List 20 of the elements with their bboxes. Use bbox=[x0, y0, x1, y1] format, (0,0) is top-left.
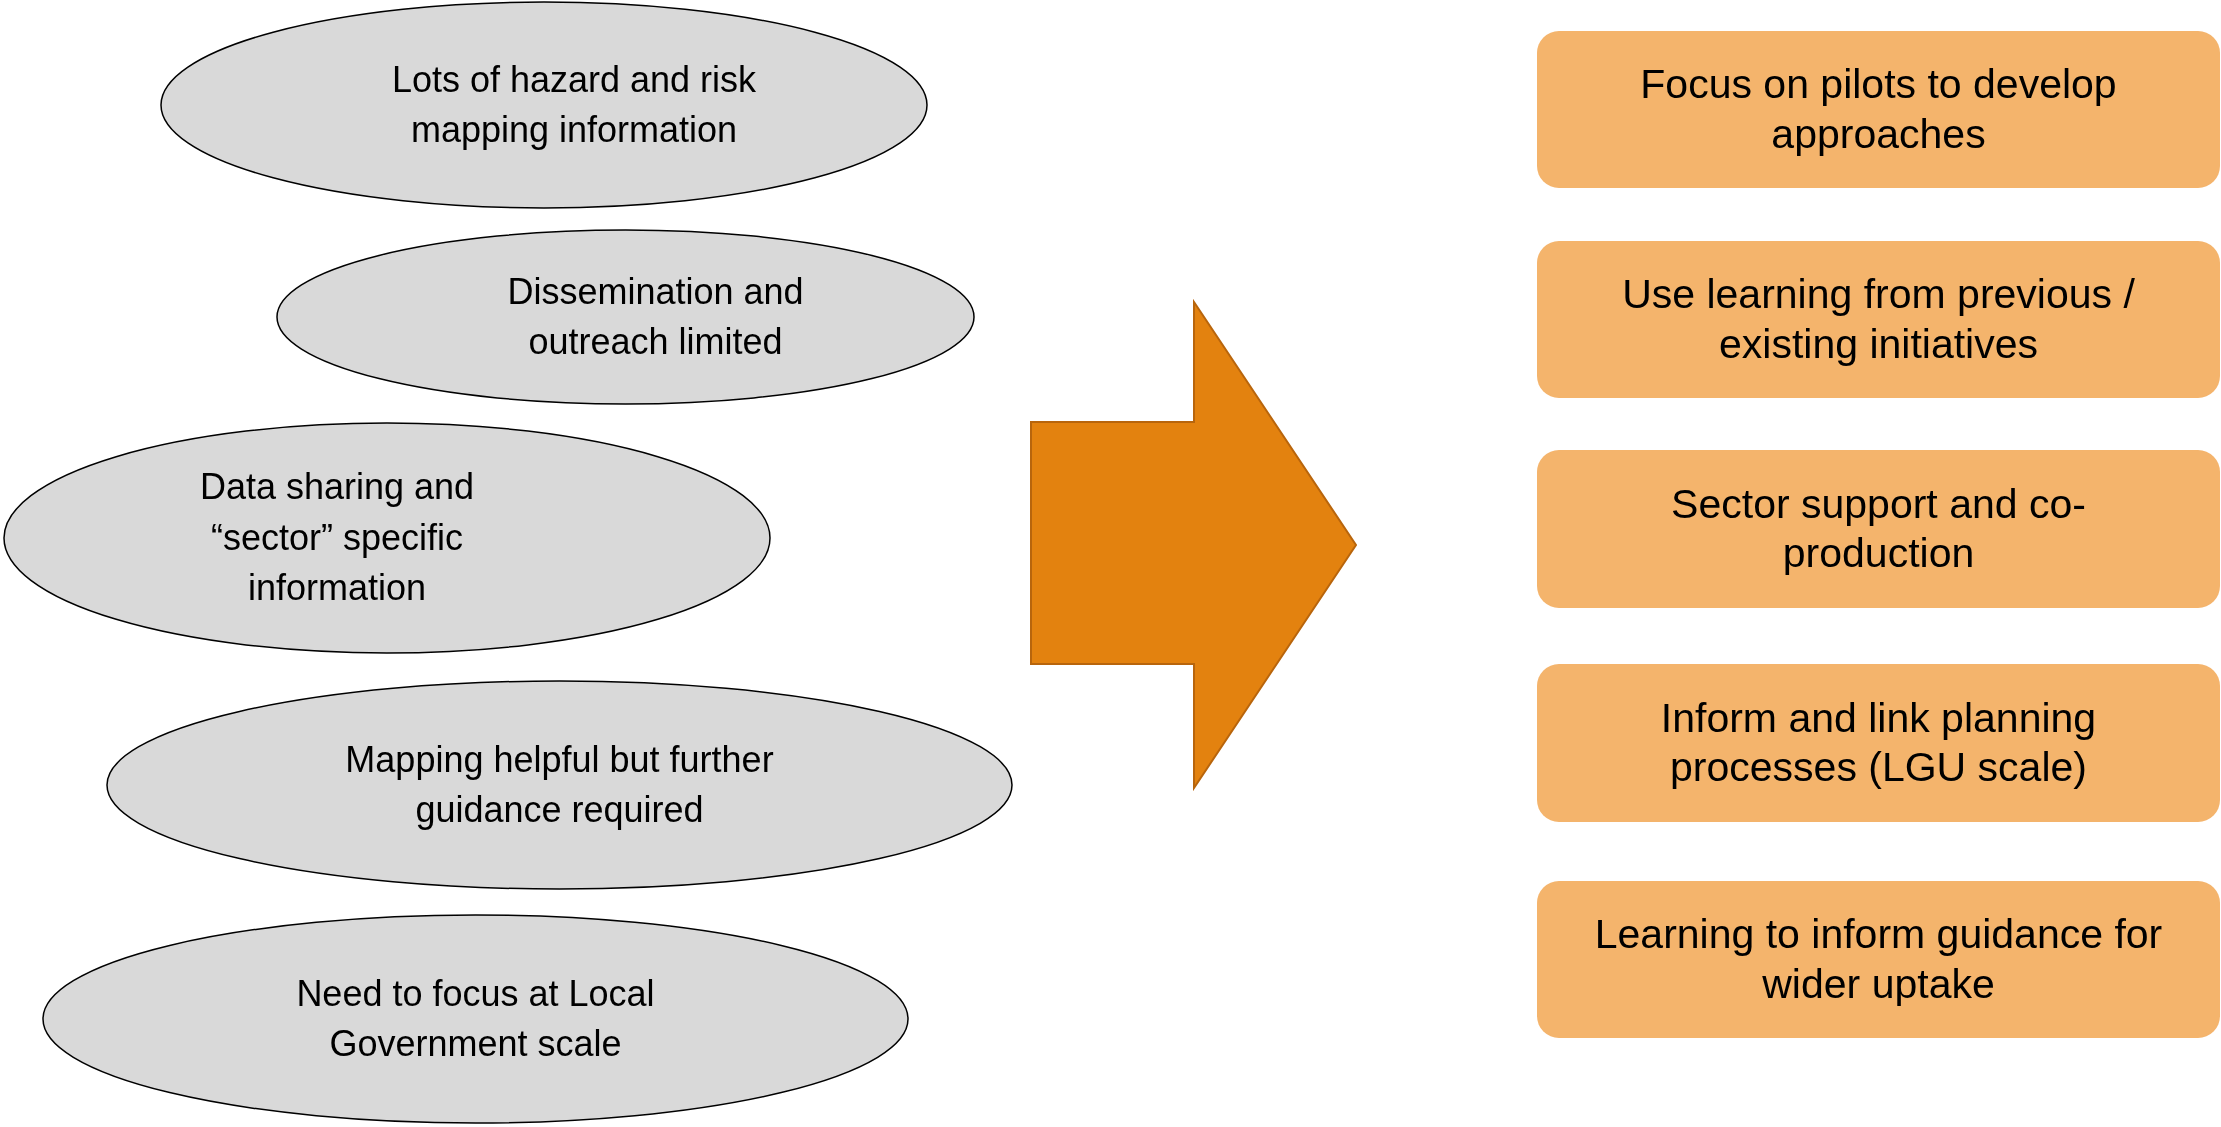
issue-text: Dissemination and outreach limited bbox=[506, 269, 805, 364]
ellipse-shape bbox=[160, 1, 928, 209]
action-text: Inform and link planning processes (LGU scale) bbox=[1659, 693, 2098, 792]
issue-text: Need to focus at Local Government scale bbox=[295, 971, 656, 1066]
action-box bbox=[1537, 450, 2220, 608]
ellipse-shape bbox=[276, 229, 975, 405]
issue-text: Lots of hazard and risk mapping information bbox=[390, 57, 758, 152]
ellipse-shape bbox=[42, 914, 909, 1124]
action-text: Sector support and co-production bbox=[1670, 479, 2087, 578]
action-box bbox=[1537, 664, 2220, 822]
action-text: Use learning from previous / existing initiatives bbox=[1621, 270, 2136, 369]
issue-text: Mapping helpful but further guidance required bbox=[344, 737, 775, 832]
action-text: Focus on pilots to develop approaches bbox=[1639, 60, 2118, 159]
action-box bbox=[1537, 241, 2220, 398]
action-box bbox=[1537, 881, 2220, 1038]
issue-text: Data sharing and “sector” specific information bbox=[198, 465, 476, 611]
action-box bbox=[1537, 31, 2220, 188]
action-text: Learning to inform guidance for wider uptake bbox=[1593, 910, 2164, 1009]
ellipse-shape bbox=[106, 680, 1013, 890]
ellipse-shape bbox=[3, 422, 771, 654]
